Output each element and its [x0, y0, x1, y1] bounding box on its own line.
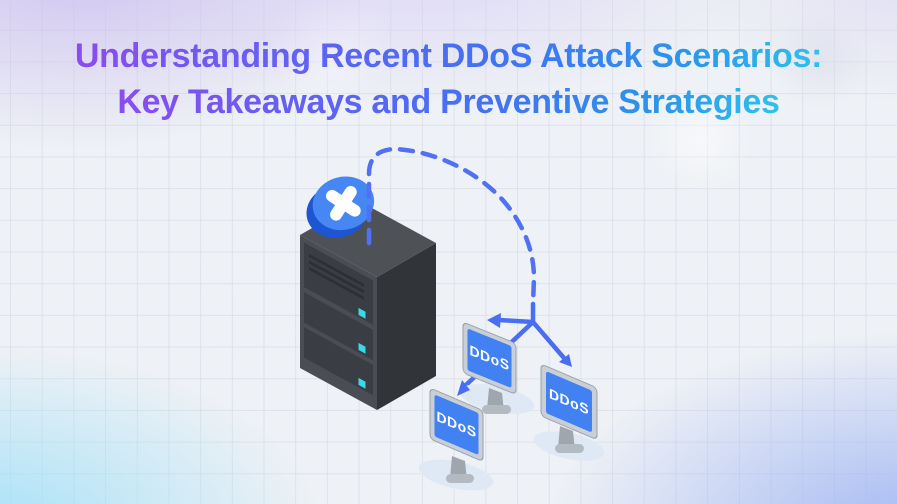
arrowhead-right [559, 354, 572, 367]
attacker-monitor-3: DDoS [533, 364, 605, 461]
monitor-screen [434, 395, 479, 455]
status-led [358, 307, 366, 319]
cross-glyph [326, 185, 361, 221]
attack-path-dashed [366, 146, 537, 307]
vent-line [309, 253, 364, 287]
monitor-base [482, 405, 511, 414]
status-led [358, 377, 366, 389]
title-line-1: Understanding Recent DDoS Attack Scenari… [75, 33, 823, 79]
page-title: Understanding Recent DDoS Attack Scenari… [0, 33, 897, 125]
vent-line [309, 266, 364, 300]
status-led [358, 342, 366, 354]
server-front-face [300, 235, 377, 411]
title-line-2: Key Takeaways and Preventive Strategies [117, 79, 780, 125]
arrowhead-left [487, 313, 501, 328]
vent-line [309, 260, 364, 294]
cross-disc-icon [306, 176, 375, 238]
monitor-screen [546, 371, 592, 432]
server-side-face [377, 243, 436, 410]
attacker-monitor-2: DDoS [418, 388, 494, 491]
monitor-base [446, 474, 474, 483]
arrowhead-down-left [457, 380, 470, 396]
monitor-screen [467, 329, 512, 388]
attacker-monitor-1: DDoS [459, 322, 535, 414]
server-rack-icon [300, 201, 436, 411]
monitor-base [555, 444, 584, 453]
